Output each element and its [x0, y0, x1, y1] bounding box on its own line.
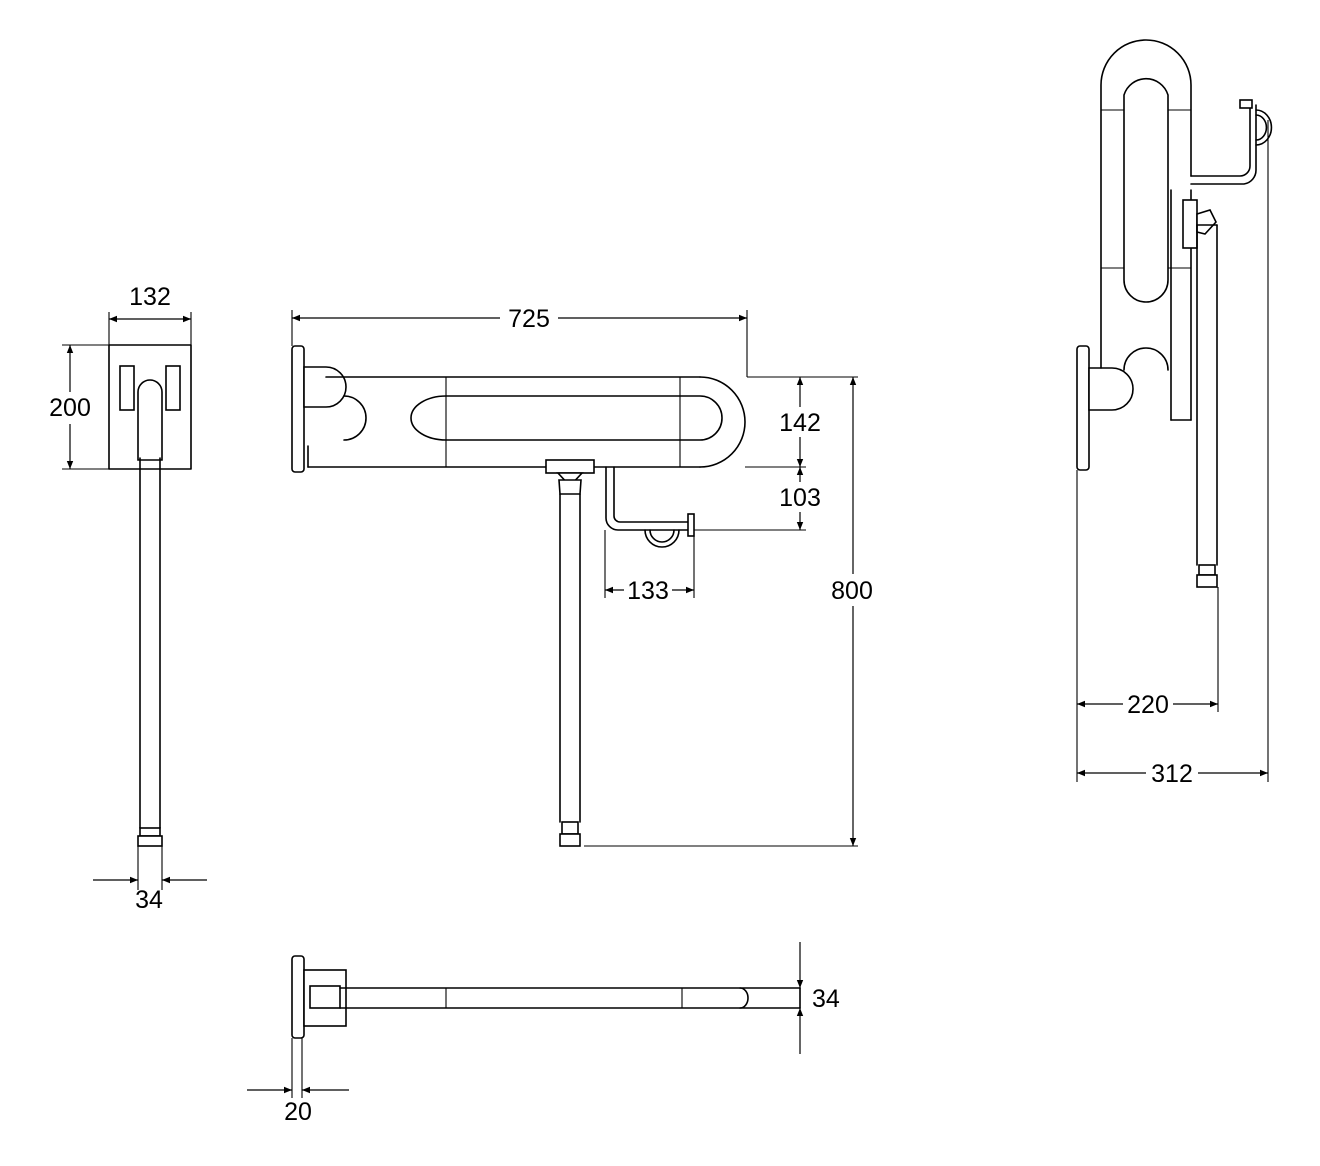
dim-top-thickness: 34 — [812, 985, 840, 1013]
dim-front-leg-width: 34 — [135, 886, 163, 914]
dim-folded-total-depth: 312 — [1151, 760, 1193, 788]
dim-folded-depth: 220 — [1127, 691, 1169, 719]
folded-view — [1076, 39, 1273, 782]
front-view — [62, 312, 192, 890]
dim-front-width: 132 — [129, 283, 171, 311]
side-view — [291, 310, 858, 847]
dim-total-height: 800 — [831, 577, 873, 605]
top-view — [291, 955, 801, 1098]
dim-side-length: 725 — [508, 305, 550, 333]
dim-side-height-lower: 103 — [779, 484, 821, 512]
dim-holder-width: 133 — [627, 577, 669, 605]
dim-top-plate-depth: 20 — [284, 1098, 312, 1126]
dim-front-height: 200 — [49, 394, 91, 422]
dimension-labels: 132 200 34 725 142 103 133 800 34 20 220… — [44, 282, 1198, 1126]
dim-side-height-upper: 142 — [779, 409, 821, 437]
